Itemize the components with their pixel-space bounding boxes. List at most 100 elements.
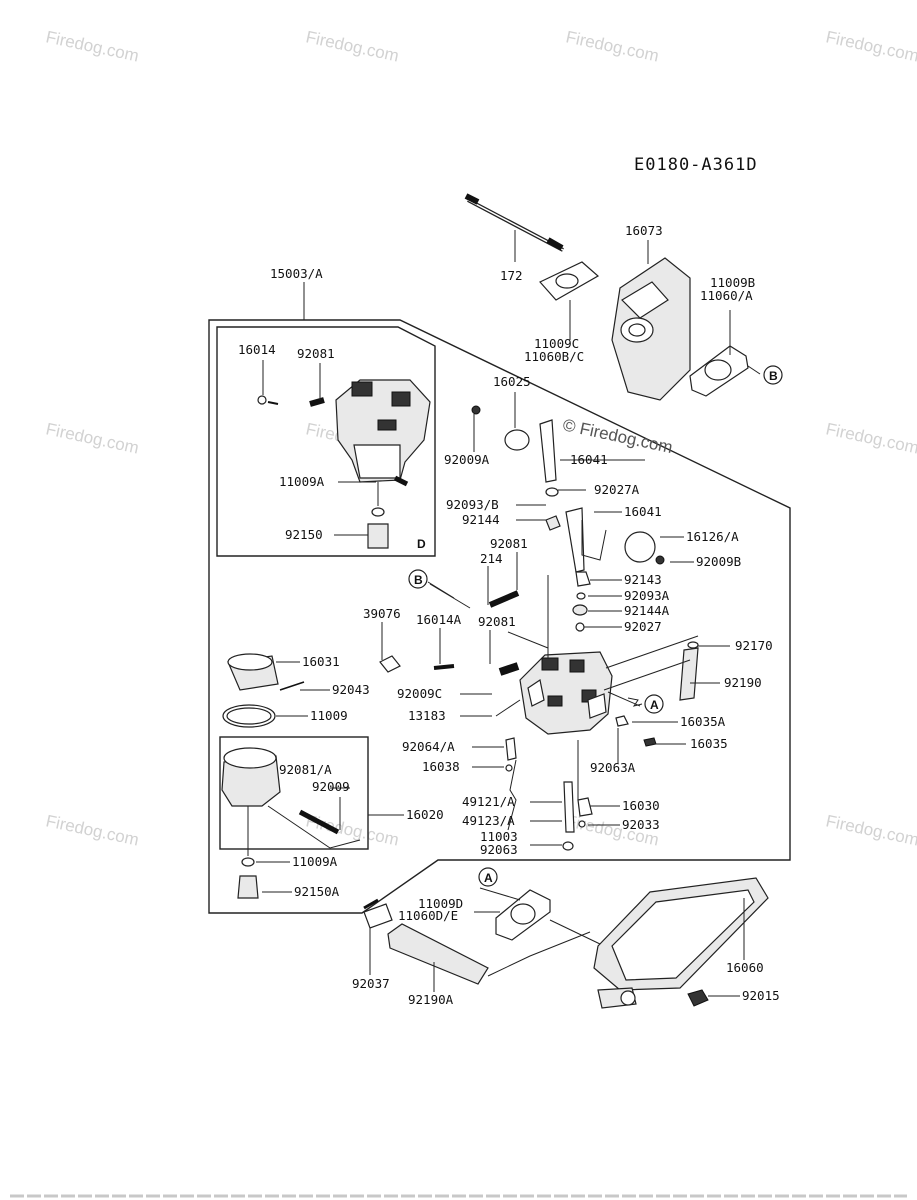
part-label: 92033	[622, 817, 660, 832]
center-watermark: © Firedog.com	[561, 415, 674, 457]
hose-92190a	[363, 898, 489, 985]
part-label: 92009C	[397, 686, 442, 701]
part-label: 92027A	[594, 482, 640, 497]
watermark-layer: Firedog.com Firedog.com Firedog.com Fire…	[44, 27, 917, 849]
part-label: 16073	[625, 223, 663, 238]
part-label: 214	[480, 551, 503, 566]
jets-lower	[505, 715, 657, 851]
gasket-11009c	[539, 261, 600, 301]
part-label: 92063A	[590, 760, 636, 775]
ref-marker-b-left: B	[408, 569, 428, 589]
part-label: 92093/B	[446, 497, 499, 512]
ref-marker-a-right: A	[644, 694, 664, 714]
watermark: Firedog.com	[824, 419, 917, 457]
part-label: 16020	[406, 807, 444, 822]
part-label: 16030	[622, 798, 660, 813]
diagram-code: E0180-A361D	[634, 155, 758, 175]
part-label: 92150	[285, 527, 323, 542]
float-bowl-16020	[221, 747, 340, 899]
watermark: Firedog.com	[304, 27, 400, 65]
part-label: 92009	[312, 779, 350, 794]
part-label: 16041	[624, 504, 662, 519]
small-parts-stack	[572, 571, 591, 632]
part-label: 11009	[310, 708, 348, 723]
part-label: 92015	[742, 988, 780, 1003]
air-horn-16031	[222, 653, 305, 728]
part-label: 11009D	[418, 896, 463, 911]
part-label: 92037	[352, 976, 390, 991]
part-label: 92143	[624, 572, 662, 587]
part-label: 92190A	[408, 992, 454, 1007]
part-label: 11009B	[710, 275, 755, 290]
watermark: Firedog.com	[44, 811, 140, 849]
shaft-16041	[471, 405, 665, 573]
part-label: 11009A	[279, 474, 325, 489]
part-label: 92144	[462, 512, 500, 527]
part-label: 92144A	[624, 603, 670, 618]
part-label: 11009A	[292, 854, 338, 869]
tube-92190	[679, 641, 699, 701]
svg-text:A: A	[650, 698, 659, 712]
ref-marker-a-bottom: A	[478, 867, 498, 887]
assembly-frame	[208, 319, 791, 914]
part-label: 92170	[735, 638, 773, 653]
gasket-11009b	[689, 345, 749, 397]
watermark: Firedog.com	[44, 419, 140, 457]
watermark: Firedog.com	[44, 27, 140, 65]
part-label: 92081	[490, 536, 528, 551]
part-label: 92081/A	[279, 762, 332, 777]
part-label: 11009C	[534, 336, 579, 351]
part-label: 92063	[480, 842, 518, 857]
part-label: 16025	[493, 374, 531, 389]
part-label: 49121/A	[462, 794, 515, 809]
screw-spring-set	[379, 590, 520, 676]
ref-marker-b-top: B	[763, 365, 783, 385]
watermark: Firedog.com	[564, 27, 660, 65]
part-label: 92009B	[696, 554, 741, 569]
part-label: 11060B/C	[524, 349, 584, 364]
part-label: 16041	[570, 452, 608, 467]
carburetor-body	[519, 651, 613, 735]
watermark: Firedog.com	[824, 811, 917, 849]
part-label: 16035A	[680, 714, 726, 729]
part-label: 16126/A	[686, 529, 739, 544]
svg-text:B: B	[769, 369, 778, 383]
subassembly-box-d	[216, 326, 436, 557]
part-label: 92027	[624, 619, 662, 634]
part-label: 16038	[422, 759, 460, 774]
group-label: 15003/A	[270, 266, 323, 281]
part-label: 92009A	[444, 452, 490, 467]
svg-text:A: A	[484, 871, 493, 885]
part-label: 172	[500, 268, 523, 283]
part-label: 16060	[726, 960, 764, 975]
part-label: 92081	[478, 614, 516, 629]
carburetor-assembly-icon	[257, 379, 431, 549]
watermark: Firedog.com	[824, 27, 917, 65]
part-label: 16035	[690, 736, 728, 751]
part-label: 16014	[238, 342, 276, 357]
part-label: 92064/A	[402, 739, 455, 754]
air-cleaner-box	[219, 736, 369, 850]
part-labels: 172 16073 11009B 11060/A 11009C 11060B/C…	[238, 223, 780, 1007]
gasket-11009d	[495, 889, 551, 941]
part-label: 13183	[408, 708, 446, 723]
air-cleaner-base-16060	[593, 877, 769, 1009]
part-label: 49123/A	[462, 813, 515, 828]
insulator-16073	[611, 257, 691, 401]
watermark: Firedog.com	[304, 811, 400, 849]
svg-text:B: B	[414, 573, 423, 587]
part-label: 16031	[302, 654, 340, 669]
part-label: 11060/A	[700, 288, 753, 303]
part-label: 16014A	[416, 612, 462, 627]
part-label: 11003	[480, 829, 518, 844]
part-label: 39076	[363, 606, 401, 621]
leader-lines	[247, 230, 761, 997]
part-label: 92081	[297, 346, 335, 361]
part-label: 11060D/E	[398, 908, 458, 923]
throttle-rod	[464, 193, 564, 252]
part-label: 92043	[332, 682, 370, 697]
box-mark-d: D	[417, 537, 426, 551]
part-label: 92190	[724, 675, 762, 690]
part-label: 92150A	[294, 884, 340, 899]
